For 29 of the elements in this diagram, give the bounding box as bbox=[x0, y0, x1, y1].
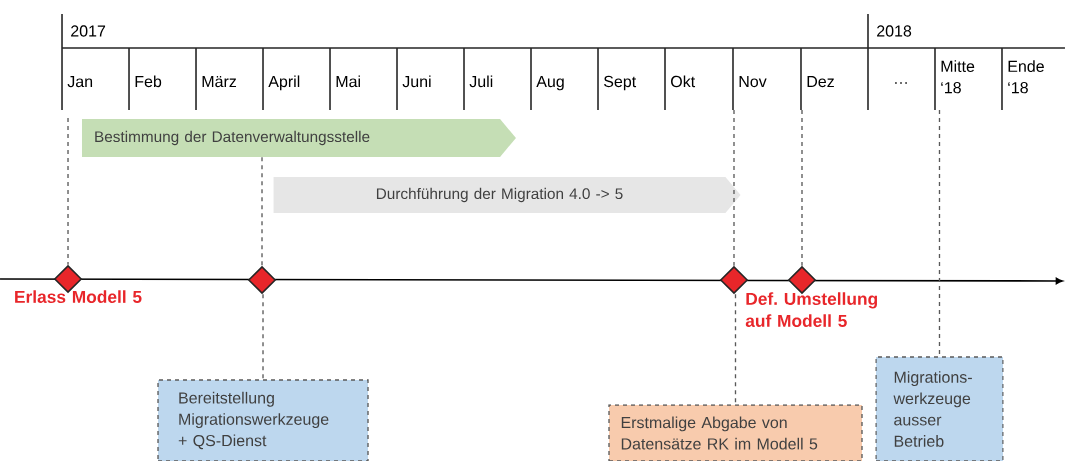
month-label: Jan bbox=[67, 76, 93, 88]
milestone-label: Def. Umstellung auf Modell 5 bbox=[745, 292, 877, 327]
month-label: Sept bbox=[604, 75, 637, 91]
guide-line bbox=[67, 117, 69, 266]
year-label: 2017 bbox=[71, 25, 106, 37]
month-label: Feb bbox=[135, 75, 162, 88]
month-label: April bbox=[268, 75, 300, 91]
year-label: 2018 bbox=[877, 25, 912, 37]
event-box: Migrations- werkzeuge ausser Betrieb bbox=[875, 356, 1004, 461]
month-label: Ende ‘18 bbox=[1008, 60, 1044, 94]
month-label: Nov bbox=[739, 76, 767, 88]
guide-line bbox=[733, 109, 735, 267]
month-label: März bbox=[202, 76, 236, 88]
guide-line bbox=[938, 109, 941, 357]
month-label: Aug bbox=[536, 76, 564, 91]
guide-line bbox=[262, 293, 264, 380]
month-label: Mai bbox=[336, 75, 360, 88]
guide-line bbox=[801, 109, 803, 267]
month-label: Juni bbox=[402, 75, 431, 88]
guide-line bbox=[261, 156, 263, 267]
month-label: Dez bbox=[807, 76, 834, 88]
month-label: Mitte ‘18 bbox=[941, 60, 975, 94]
month-label: Juli bbox=[469, 75, 493, 88]
month-label: … bbox=[895, 82, 907, 84]
month-label: Okt bbox=[671, 75, 696, 88]
milestone-label: Erlass Modell 5 bbox=[15, 290, 142, 303]
guide-line bbox=[734, 293, 737, 405]
event-box: Erstmalige Abgabe von Datensätze RK im Modell 5 bbox=[608, 404, 863, 461]
event-box: Bereitstellung Migrationswerkzeuge + QS-Dienst bbox=[157, 379, 369, 461]
